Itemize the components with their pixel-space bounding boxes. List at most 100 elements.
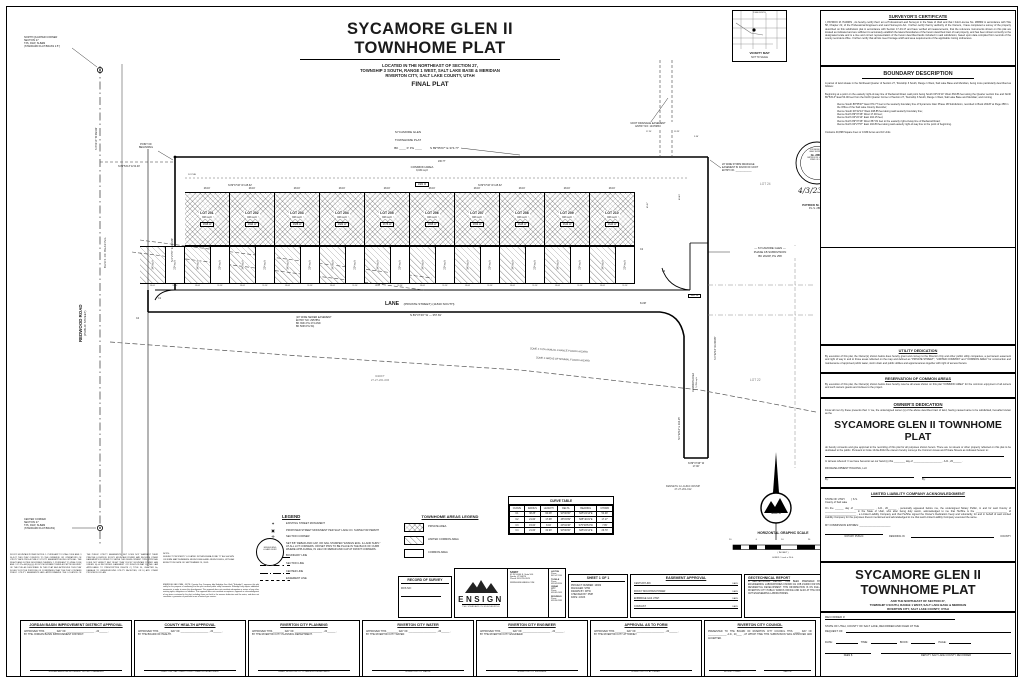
branch-phone: Phone: 801.547.1100 xyxy=(551,573,562,577)
surveyor-pls: P.L.S. 286862 xyxy=(808,207,826,210)
branch-phone: Phone: 435.896.2983 xyxy=(551,597,562,602)
seal-license-no: No. 286862 xyxy=(810,154,824,157)
limited-common-dim: 19.00' xyxy=(419,285,426,287)
udot-easement-label: UDOT DRAINAGE EASEMENT ENTRY NO: 1047983… xyxy=(612,122,684,128)
lane-subname: (PRIVATE STREET) (11840 SOUTH) xyxy=(403,302,455,306)
surveyor-name-block: PATRICK M. HARRIS P.L.S. 286862 xyxy=(788,203,846,210)
legend-symbol-icon: ✛ xyxy=(271,534,275,539)
geotechnical-report-box: GEOTECHNICAL REPORT A GEOTECHNICAL REPOR… xyxy=(744,574,832,618)
easement-approval-box: EASEMENT APPROVAL CENTURYLINK DATE ROCKY… xyxy=(630,574,742,618)
manager: MANAGER: SHW xyxy=(571,587,590,590)
limited-common-area-value: 340 sq.ft xyxy=(286,259,289,271)
curb-return-nw xyxy=(154,289,176,301)
utility-name: ROCKY MOUNTAIN POWER xyxy=(634,589,666,593)
leader-nq-corner xyxy=(71,47,98,68)
easement-approval-row: ROCKY MOUNTAIN POWER DATE xyxy=(634,590,738,594)
north-quarter-corner-note: NORTH QUARTER CORNER SECTION 27 T3S, R1W… xyxy=(24,36,61,48)
lot-width-dim: 28.16' xyxy=(293,187,301,190)
easement-approval-rows: CENTURYLINK DATE ROCKY MOUNTAIN POWER DA… xyxy=(634,582,738,609)
surveyor-certificate-body: I, PATRICK M. HARRIS , do hereby certify… xyxy=(825,21,1011,41)
patio-dim: 11.16' xyxy=(577,285,583,287)
legend-item: ✦ EXISTING STREET MONUMENT xyxy=(260,522,392,526)
north-arrow-mountains xyxy=(764,498,788,513)
title-block-sub2: TOWNSHIP 3 SOUTH, RANGE 1 WEST, SALT LAK… xyxy=(869,603,967,607)
private-patio-cell: 224 sq.ft 11.16' xyxy=(481,246,500,287)
townhome-legend-limited: LIMITED COMMON AREA xyxy=(404,536,506,545)
limited-common-area-value: 340 sq.ft xyxy=(376,259,379,271)
private-patio-cell: 224 sq.ft 11.16' xyxy=(526,246,545,287)
record-of-survey-box: RECORD OF SURVEY ROS NO: xyxy=(398,576,452,618)
curve-delta: 90°00'00" xyxy=(556,527,575,534)
curb-return-ne xyxy=(661,267,691,291)
title-subtitle-3: RIVERTON CITY, SALT LAKE COUNTY, UTAH xyxy=(385,73,475,78)
curve-callout-c3: C3 xyxy=(662,270,666,273)
ensign-office-name: SANDY xyxy=(510,571,519,574)
private-patio-cell: 224 sq.ft 11.16' xyxy=(211,246,230,287)
lot-number: LOT 207 xyxy=(469,211,485,216)
plat-title-block: SYCAMORE GLEN II TOWNHOME PLAT AND THE N… xyxy=(820,562,1016,612)
limited-common-area-value: 340 sq.ft xyxy=(556,259,559,271)
residing-blank xyxy=(910,534,995,539)
limited-common-cell: 340 sq.ft 19.00' xyxy=(590,246,616,287)
lot-area: 843 sq.ft xyxy=(471,215,483,219)
lot-area: 843 sq.ft xyxy=(291,215,303,219)
redwood-road-label: REDWOOD ROAD (PUBLIC STREET) xyxy=(78,304,87,342)
legend-line-easement: EASEMENT LINE xyxy=(260,577,392,582)
ensign-branches: LAYTON Phone: 801.547.1100 TOOELE Phone:… xyxy=(549,569,565,617)
curb-return-se xyxy=(659,311,685,337)
limited-common-dim: 19.00' xyxy=(599,285,606,287)
lot-address: 1694 W xyxy=(245,221,259,227)
curve-col-header: DELTA xyxy=(556,505,575,512)
lot-area: 843 sq.ft xyxy=(246,215,258,219)
strip-west-bearing: N 0°22'14" E 104.15' xyxy=(678,417,681,440)
curve-radius: 21.00' xyxy=(523,527,541,534)
legend: LEGEND ✦ EXISTING STREET MONUMENT ▣ PROP… xyxy=(256,514,392,585)
private-patio-cell: 224 sq.ft 11.16' xyxy=(166,246,185,287)
surveyor-certificate-title: SURVEYOR'S CERTIFICATE xyxy=(888,14,948,19)
seal-name: PATRICK M. HARRIS xyxy=(807,157,827,159)
vicinity-map-scale-note: NOT TO SCALE xyxy=(751,57,768,59)
approved-line: APPROVED THIS ________ DAY OF __________… xyxy=(366,629,451,633)
fees-line: FEES $ xyxy=(825,653,871,657)
townhome-legend-label: PRIVATE AREA xyxy=(428,525,447,528)
monument-north-quarter-corner xyxy=(97,67,104,74)
limited-common-dim: 19.00' xyxy=(554,285,561,287)
approval-box-county-health: COUNTY HEALTH APPROVAL APPROVED THIS ___… xyxy=(134,620,246,677)
lot-width-dim: 28.16' xyxy=(518,187,526,190)
reservation-section: RESERVATION OF COMMON AREAS By execution… xyxy=(820,373,1016,398)
patio-area-value: 224 sq.ft xyxy=(533,259,537,271)
owner-by-1: By: xyxy=(825,476,914,481)
limited-common-cell: 340 sq.ft 19.00' xyxy=(545,246,571,287)
leader-udot xyxy=(647,97,669,127)
book-label: BOOK: xyxy=(899,641,909,644)
legend-item-label: SECTION CORNER xyxy=(286,535,310,538)
recorder-body: STATE OF UTAH, COUNTY OF SALT LAKE, RECO… xyxy=(825,625,920,628)
common-area-top-name: COMMON AREA xyxy=(410,165,434,169)
patio-dim: 11.16' xyxy=(622,285,628,287)
surveyor-certificate-section: SURVEYOR'S CERTIFICATE I, PATRICK M. HAR… xyxy=(820,10,1016,66)
legend-item-label: SET 5/8" REBAR AND CAP, OR NAIL STAMPED … xyxy=(286,541,381,551)
date-label: DATE xyxy=(732,590,738,593)
limited-common-dim: 19.00' xyxy=(464,285,471,287)
ensign-main-office: SANDY 45 W 10000 S, Suite 500 Sandy, UT … xyxy=(508,569,549,617)
patio-dim: 11.16' xyxy=(217,285,223,287)
strip-pair: 340 sq.ft 19.00' 224 sq.ft 11.16' xyxy=(140,246,185,287)
boundary-course: thence North 89°37'46" West 357.81 feet … xyxy=(837,119,941,123)
monument-dot-2 xyxy=(99,527,101,529)
patio-dim: 11.16' xyxy=(352,285,358,287)
lot-parcel: 28.16' LOT 208 843 sq.ft 1648 W xyxy=(500,187,545,246)
pointer-label-line2: TOWNHOME PLAT xyxy=(394,138,422,142)
limited-common-area-value: 340 sq.ft xyxy=(421,259,424,271)
llc-ack-body: On the ______ day of ______________ , A.… xyxy=(825,506,1011,520)
limited-common-dim: 19.00' xyxy=(284,285,291,287)
section-line-swatch xyxy=(260,562,290,567)
date-label: DATE xyxy=(732,598,738,600)
lot-area: 843 sq.ft xyxy=(201,215,213,219)
easement-approval-title: EASEMENT APPROVAL xyxy=(665,576,707,580)
strip-pair: 340 sq.ft 19.00' 224 sq.ft 11.16' xyxy=(365,246,410,287)
legend-line-label: SECTION LINE xyxy=(286,562,305,566)
lot-address: 1658 W xyxy=(425,221,439,227)
limited-common-cell: 340 sq.ft 19.00' xyxy=(365,246,391,287)
adjacent-owner-crump: KENNETH & LAURA CRUMP 27-27-201-012 xyxy=(665,485,701,491)
